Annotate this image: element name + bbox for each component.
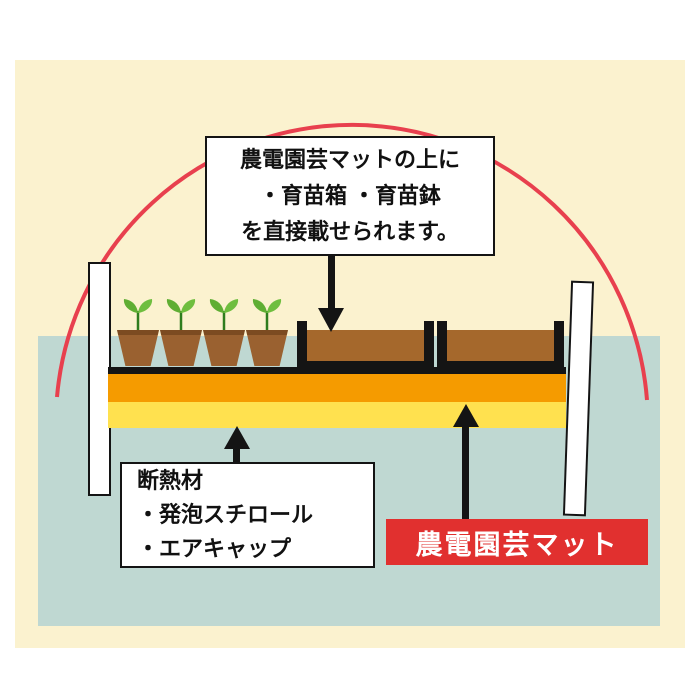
tray-base [437, 361, 564, 369]
seedling-icon [123, 299, 153, 330]
pot [203, 330, 245, 366]
tray-soil [447, 330, 554, 361]
insulation-layer [108, 402, 566, 428]
mat-label-text: 農電園芸マット [415, 529, 619, 560]
seedling-pot [159, 297, 203, 369]
tray-soil [307, 330, 424, 361]
top-callout: 農電園芸マットの上に ・育苗箱 ・育苗鉢 を直接載せられます。 [205, 136, 495, 256]
seedling-pot [116, 297, 160, 369]
seedling-pot [202, 297, 246, 369]
insulation-callout-line1: 断熱材 [137, 468, 204, 493]
tray-base [297, 361, 434, 369]
pot [117, 330, 159, 366]
seedling-icon [209, 299, 239, 330]
pot [246, 330, 288, 366]
top-callout-line1: 農電園芸マットの上に [239, 147, 460, 172]
seedling-icon [252, 299, 282, 330]
mat-label: 農電園芸マット [386, 519, 648, 565]
heating-mat-layer [108, 374, 566, 402]
insulation-callout-line2: ・発泡スチロール [137, 502, 314, 527]
seedling-icon [166, 299, 196, 330]
insulation-callout-line3: ・エアキャップ [137, 536, 292, 561]
top-callout-line2: ・育苗箱 ・育苗鉢 [258, 183, 442, 208]
insulation-callout: 断熱材 ・発泡スチロール ・エアキャップ [120, 462, 375, 568]
pot [160, 330, 202, 366]
seedling-tray [437, 321, 564, 369]
seedling-pot [245, 297, 289, 369]
top-callout-line3: を直接載せられます。 [241, 219, 459, 244]
